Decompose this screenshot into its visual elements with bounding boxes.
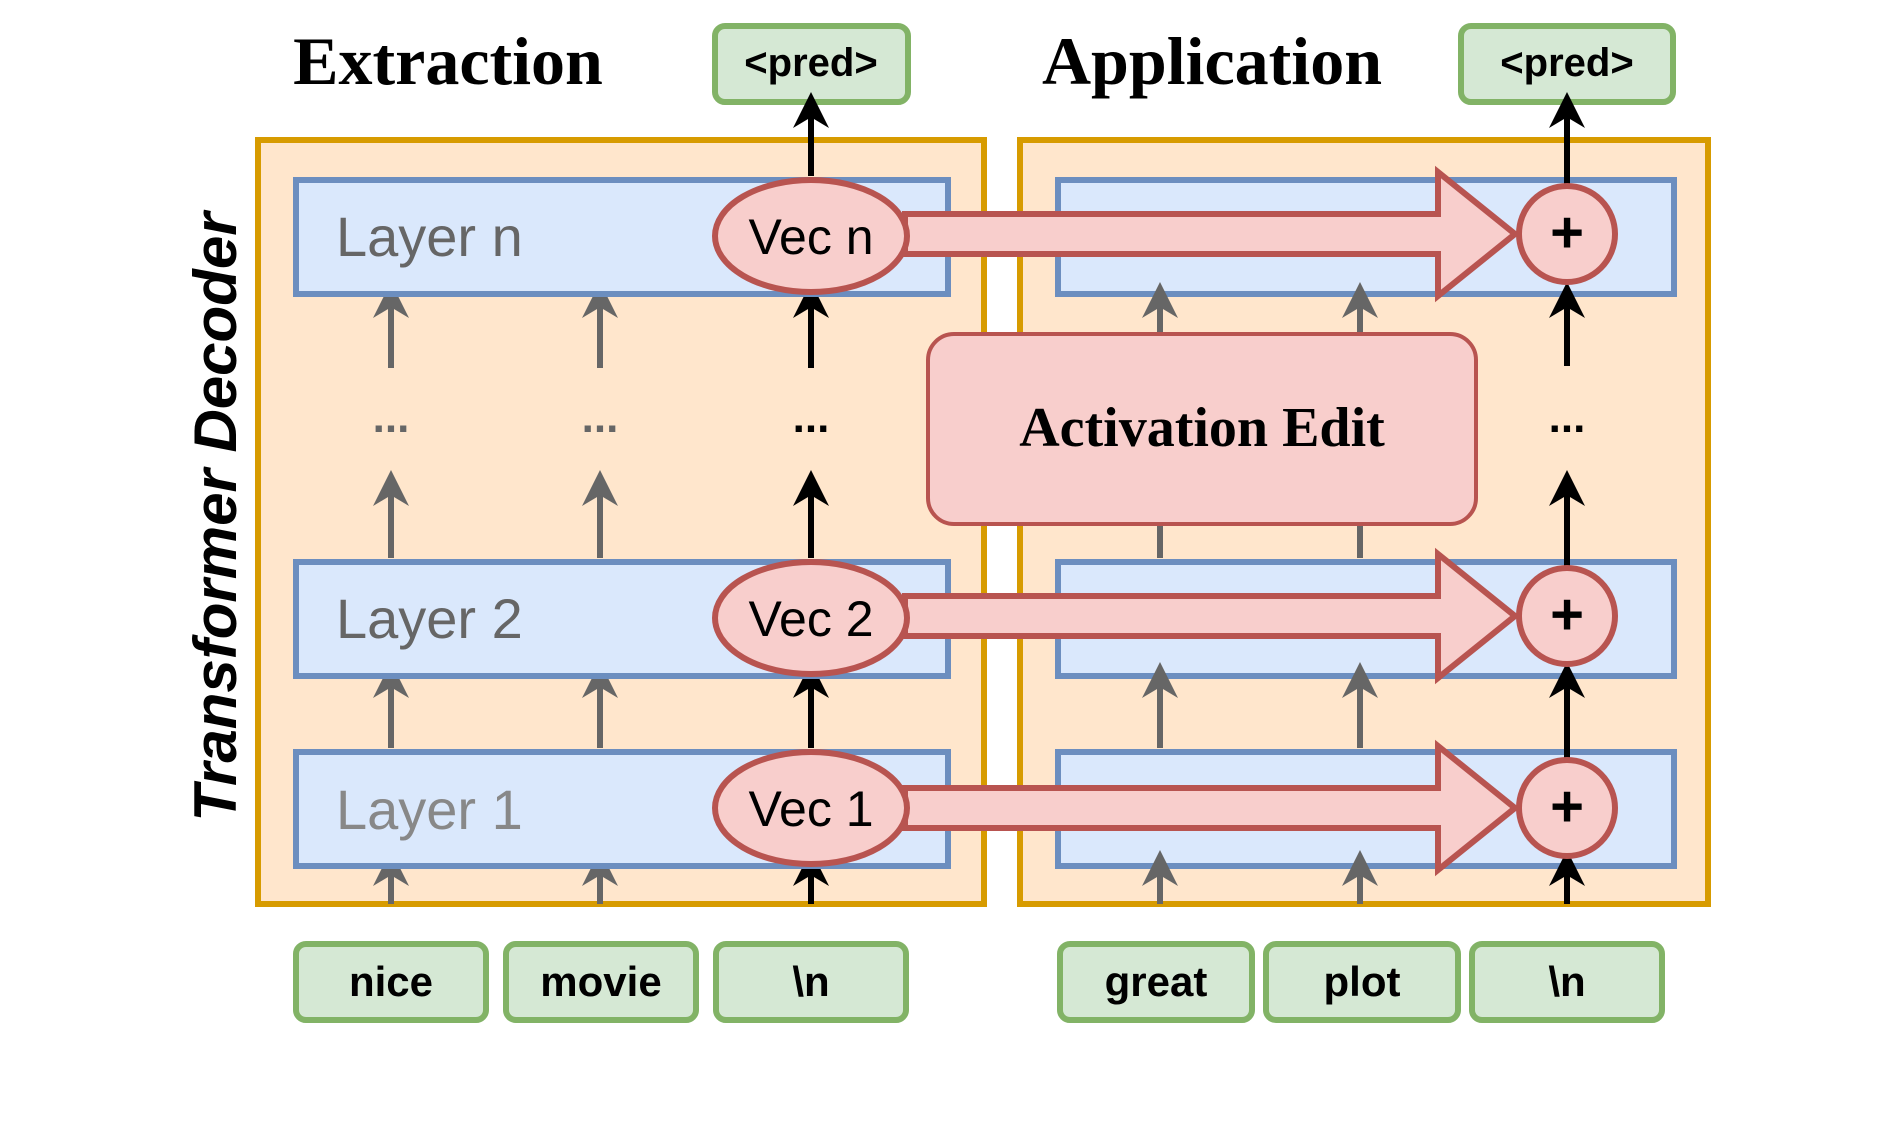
application-output-label: <pred> <box>1500 41 1633 85</box>
transfer-arrow-n <box>902 165 1520 303</box>
extraction-ellipsis-3: ... <box>793 393 830 442</box>
vector-transfer-arrows <box>902 165 1520 877</box>
extraction-heading: Extraction <box>293 23 603 99</box>
vector-n: Vec n <box>712 177 910 295</box>
plus-icon: + <box>1550 200 1584 265</box>
plus-icon: + <box>1550 774 1584 839</box>
token-label: movie <box>540 958 661 1005</box>
vector-1: Vec 1 <box>712 749 910 867</box>
vec-1-label: Vec 1 <box>748 781 873 837</box>
application-heading: Application <box>1042 23 1382 99</box>
application-ellipsis: ... <box>1549 393 1586 442</box>
application-token-newline: \n <box>1469 941 1665 1023</box>
extraction-ellipsis-2: ... <box>582 393 619 442</box>
extraction-token-nice: nice <box>293 941 489 1023</box>
application-token-plot: plot <box>1263 941 1461 1023</box>
extraction-gray-arrows <box>373 282 618 904</box>
vector-2: Vec 2 <box>712 559 910 677</box>
extraction-ellipsis-1: ... <box>373 393 410 442</box>
activation-edit-label: Activation Edit <box>1019 397 1385 459</box>
token-label: great <box>1105 958 1208 1005</box>
layer-2-label: Layer 2 <box>336 587 523 650</box>
transfer-arrow-2 <box>902 547 1520 685</box>
add-node-2: + <box>1516 565 1618 667</box>
transformer-decoder-label: Transformer Decoder <box>182 209 249 822</box>
vec-2-label: Vec 2 <box>748 591 873 647</box>
application-token-great: great <box>1057 941 1255 1023</box>
add-node-n: + <box>1516 183 1618 285</box>
token-label: \n <box>1548 958 1585 1005</box>
layer-n-label: Layer n <box>336 205 523 268</box>
application-gray-arrows <box>1142 282 1378 904</box>
token-label: \n <box>792 958 829 1005</box>
plus-icon: + <box>1550 582 1584 647</box>
add-node-1: + <box>1516 757 1618 859</box>
activation-edit-box: Activation Edit <box>926 332 1478 526</box>
extraction-output-box: <pred> <box>712 23 911 105</box>
extraction-token-movie: movie <box>503 941 699 1023</box>
layer-1-label: Layer 1 <box>336 778 523 841</box>
extraction-token-newline: \n <box>713 941 909 1023</box>
token-label: nice <box>349 958 433 1005</box>
transfer-arrow-1 <box>902 739 1520 877</box>
vec-n-label: Vec n <box>748 209 873 265</box>
extraction-output-label: <pred> <box>744 41 877 85</box>
token-label: plot <box>1324 958 1401 1005</box>
application-output-box: <pred> <box>1458 23 1676 105</box>
